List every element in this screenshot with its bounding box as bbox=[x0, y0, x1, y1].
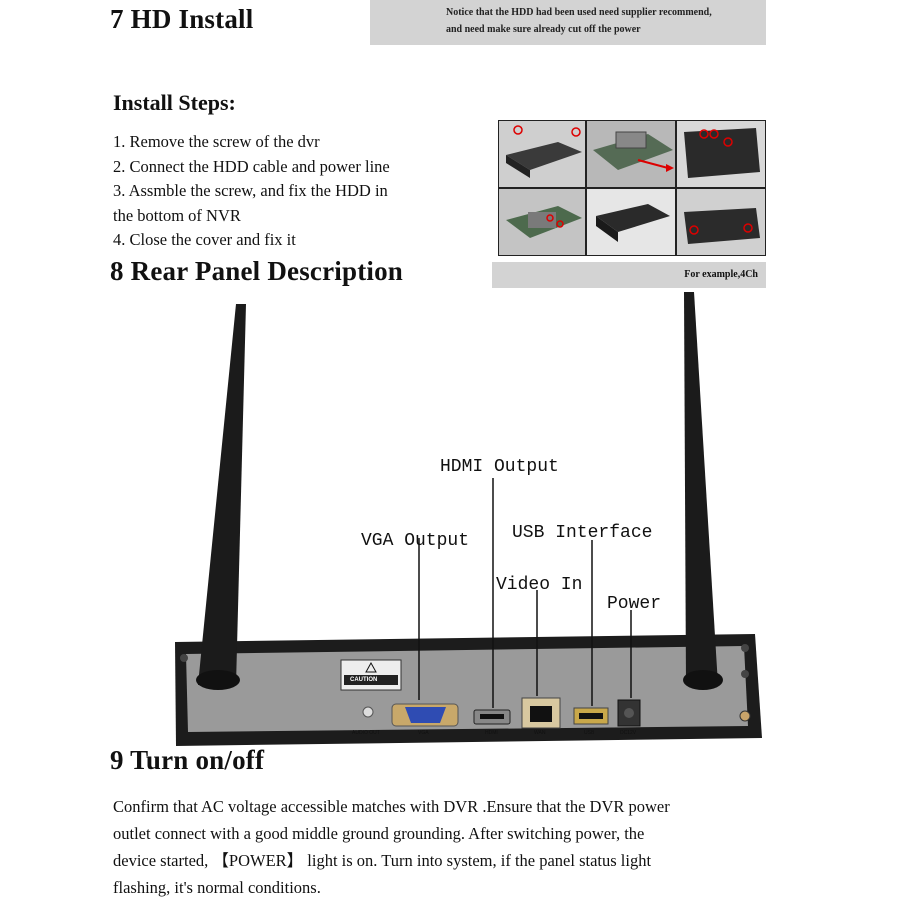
install-step: 2. Connect the HDD cable and power line bbox=[113, 156, 390, 176]
left-antenna bbox=[196, 304, 246, 690]
photo-fix-cover bbox=[677, 189, 765, 255]
panel-label-dc: DC12V bbox=[620, 730, 637, 736]
paragraph-line: flashing, it's normal conditions. bbox=[113, 878, 321, 897]
callout-hdmi-output: HDMI Output bbox=[440, 457, 559, 477]
hdd-notice-line-1: Notice that the HDD had been used need s… bbox=[446, 7, 712, 18]
panel-label-wan: WAN bbox=[534, 730, 546, 736]
section-title-rear-panel: 8 Rear Panel Description bbox=[110, 256, 404, 286]
paragraph-line: Confirm that AC voltage accessible match… bbox=[113, 797, 670, 816]
hdd-install-photo-grid bbox=[498, 120, 766, 256]
turn-on-off-paragraph: Confirm that AC voltage accessible match… bbox=[113, 793, 793, 901]
hdmi-port bbox=[473, 709, 511, 725]
install-steps-title: Install Steps: bbox=[113, 90, 236, 115]
hdd-notice-line-2: and need make sure already cut off the p… bbox=[446, 24, 641, 35]
install-step: 4. Close the cover and fix it bbox=[113, 230, 296, 249]
photo-close-cover bbox=[587, 189, 675, 255]
photo-connect-cables bbox=[587, 121, 675, 187]
hdd-notice-box: Notice that the HDD had been used need s… bbox=[370, 0, 766, 45]
callout-video-in: Video In bbox=[496, 575, 583, 595]
panel-label-vga: VGA bbox=[418, 730, 429, 736]
wan-port bbox=[521, 697, 561, 729]
section-title-hd-install: 7 HD Install bbox=[110, 4, 254, 34]
callout-vga-output: VGA Output bbox=[361, 531, 470, 551]
right-antenna bbox=[683, 292, 723, 690]
section-title-turn-on-off: 9 Turn on/off bbox=[110, 745, 265, 775]
panel-label-usb: USB bbox=[584, 730, 595, 736]
panel-label-hdmi: HDMI bbox=[485, 730, 498, 736]
photo-fix-hdd bbox=[499, 189, 585, 255]
callout-usb-interface: USB Interface bbox=[512, 523, 653, 543]
paragraph-line: outlet connect with a good middle ground… bbox=[113, 824, 645, 843]
install-steps-list: 1. Remove the screw of the dvr 2. Connec… bbox=[113, 130, 390, 253]
panel-label-audio-out: AUDIO OUT bbox=[352, 730, 380, 736]
usb-port bbox=[573, 707, 609, 725]
install-step: 3. Assmble the screw, and fix the HDD in bbox=[113, 181, 388, 200]
audio-out-port bbox=[362, 706, 374, 718]
caution-label bbox=[340, 659, 402, 691]
example-caption: For example,4Ch bbox=[492, 262, 766, 288]
callout-power: Power bbox=[607, 594, 662, 614]
photo-remove-screws bbox=[499, 121, 585, 187]
rear-panel-diagram bbox=[175, 292, 762, 746]
install-step: the bottom of NVR bbox=[113, 205, 241, 225]
vga-port bbox=[391, 703, 459, 727]
install-step: 1. Remove the screw of the dvr bbox=[113, 132, 320, 151]
dc-power-port bbox=[617, 699, 641, 727]
panel-label-caution: CAUTION bbox=[350, 677, 378, 683]
photo-bottom-screws bbox=[677, 121, 765, 187]
nvr-device-body bbox=[175, 634, 762, 746]
paragraph-line: device started, 【POWER】 light is on. Tur… bbox=[113, 851, 652, 870]
